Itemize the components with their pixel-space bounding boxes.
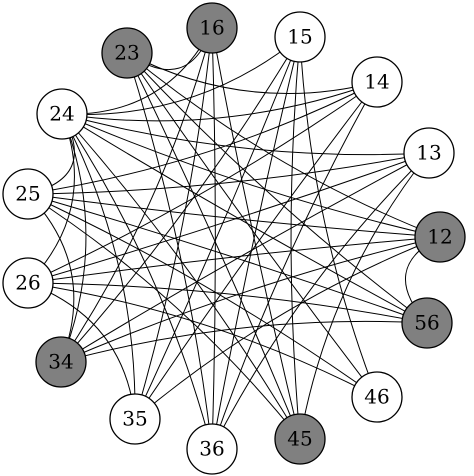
- edge-35-24: [61, 113, 136, 420]
- node-46-circle: [351, 371, 403, 423]
- edge-34-24: [60, 113, 87, 363]
- node-56: 56: [401, 297, 453, 349]
- edge-46-26: [27, 282, 378, 398]
- edge-14-36: [211, 81, 378, 450]
- node-23: 23: [101, 27, 153, 79]
- edge-14-25: [27, 81, 378, 195]
- node-36-circle: [186, 423, 238, 475]
- node-34-label: 34: [48, 350, 73, 374]
- edge-14-24: [61, 81, 378, 122]
- edge-45-25: [27, 193, 301, 440]
- edge-46-23: [126, 52, 378, 398]
- node-13-label: 13: [416, 141, 441, 165]
- edge-15-24: [61, 36, 301, 116]
- node-56-label: 56: [414, 311, 439, 335]
- node-13-circle: [403, 127, 455, 179]
- edge-12-24: [61, 113, 441, 238]
- node-46: 46: [351, 371, 403, 423]
- node-16-circle: [186, 2, 238, 54]
- edge-15-34: [60, 36, 301, 363]
- nodes-group: 16 15 14 13 12 56 46 45 36 35 34 26 25 24 23: [2, 2, 466, 475]
- edge-13-45: [299, 152, 430, 440]
- edge-36-24: [61, 113, 213, 450]
- node-24: 24: [36, 88, 88, 140]
- node-15: 15: [274, 11, 326, 63]
- node-15-circle: [274, 11, 326, 63]
- edge-56-34: [60, 320, 428, 363]
- node-36: 36: [186, 423, 238, 475]
- node-34-circle: [35, 336, 87, 388]
- edge-16-34: [60, 27, 213, 363]
- edge-12-34: [60, 236, 441, 363]
- node-16-label: 16: [199, 16, 224, 40]
- node-12: 12: [414, 211, 466, 263]
- node-25-circle: [2, 168, 54, 220]
- edge-13-36: [211, 152, 430, 450]
- edge-15-46: [299, 36, 378, 398]
- edge-45-23: [126, 52, 301, 440]
- node-36-label: 36: [199, 437, 224, 461]
- node-24-circle: [36, 88, 88, 140]
- node-35: 35: [109, 393, 161, 445]
- edge-12-23: [126, 52, 441, 238]
- edge-16-45: [211, 27, 301, 440]
- edge-16-35: [134, 27, 213, 420]
- edge-15-45: [290, 36, 301, 440]
- edge-14-26: [27, 81, 378, 284]
- edge-12-35: [134, 236, 441, 420]
- node-56-circle: [401, 297, 453, 349]
- node-35-circle: [109, 393, 161, 445]
- node-12-circle: [414, 211, 466, 263]
- node-26: 26: [2, 257, 54, 309]
- node-45: 45: [274, 413, 326, 465]
- node-15-label: 15: [287, 25, 312, 49]
- node-14-label: 14: [364, 70, 389, 94]
- node-13: 13: [403, 127, 455, 179]
- node-25-label: 25: [15, 182, 40, 206]
- node-23-circle: [101, 27, 153, 79]
- node-45-circle: [274, 413, 326, 465]
- edge-13-25: [27, 152, 430, 195]
- node-34: 34: [35, 336, 87, 388]
- node-14-circle: [351, 56, 403, 108]
- edge-56-24: [61, 113, 428, 324]
- node-25: 25: [2, 168, 54, 220]
- edge-45-24: [61, 113, 301, 440]
- edge-14-23: [126, 52, 378, 95]
- edge-15-36: [211, 36, 301, 450]
- edge-13-26: [27, 152, 430, 284]
- node-45-label: 45: [287, 427, 312, 451]
- node-23-label: 23: [114, 41, 139, 65]
- node-12-label: 12: [427, 225, 452, 249]
- edge-56-23: [126, 52, 428, 324]
- node-26-label: 26: [15, 271, 40, 295]
- node-14: 14: [351, 56, 403, 108]
- node-35-label: 35: [122, 407, 147, 431]
- edge-46-25: [27, 193, 378, 398]
- edge-13-24: [61, 113, 430, 156]
- edge-56-26: [27, 282, 428, 324]
- edge-56-25: [27, 193, 428, 324]
- node-16: 16: [186, 2, 238, 54]
- node-24-label: 24: [49, 102, 74, 126]
- edge-13-34: [60, 152, 430, 363]
- edge-36-23: [126, 52, 213, 450]
- edge-14-35: [134, 81, 378, 420]
- edge-15-35: [134, 36, 301, 420]
- node-26-circle: [2, 257, 54, 309]
- node-46-label: 46: [364, 385, 389, 409]
